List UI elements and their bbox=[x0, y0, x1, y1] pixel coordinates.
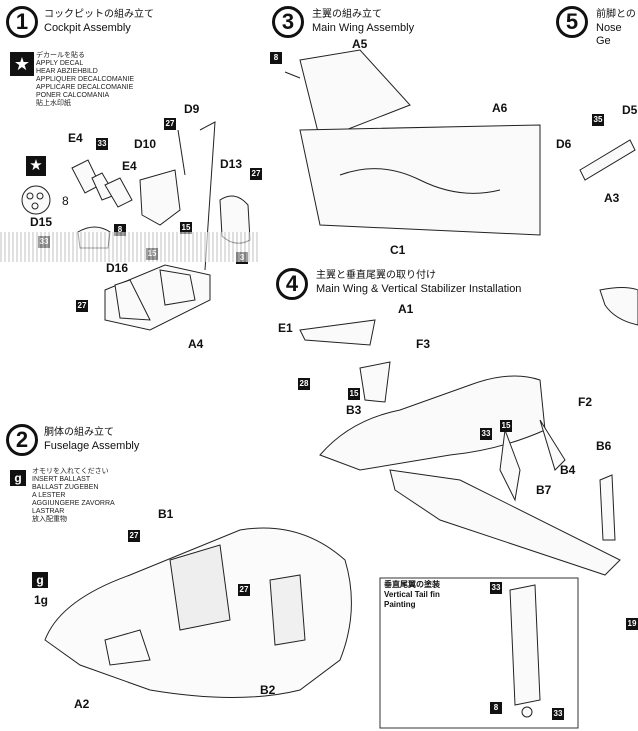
part-label-a4: A4 bbox=[188, 337, 204, 351]
part-label-d13: D13 bbox=[220, 157, 243, 171]
part-label-a2: A2 bbox=[74, 697, 90, 711]
part-label-b1: B1 bbox=[158, 507, 174, 521]
ballast-weight-icon: g bbox=[10, 470, 26, 486]
color-callout: 28 bbox=[298, 378, 310, 390]
part-label-c1: C1 bbox=[390, 243, 406, 257]
step-5-title-jp: 前脚との bbox=[596, 9, 636, 20]
part-label-b2: B2 bbox=[260, 683, 276, 697]
part-label-e4a: E4 bbox=[68, 131, 83, 145]
part-label-eight: 8 bbox=[62, 194, 69, 208]
step-1-title-jp: コックピットの組み立て bbox=[44, 9, 154, 20]
color-callout: 27 bbox=[250, 168, 262, 180]
part-label-f3: F3 bbox=[416, 337, 431, 351]
step-5-title-en: Nose Ge bbox=[596, 22, 622, 47]
part-label-b4: B4 bbox=[560, 463, 576, 477]
part-label-d9: D9 bbox=[184, 102, 200, 116]
decal-star-icon: ★ bbox=[10, 52, 34, 76]
tail-fin-title-en1: Vertical Tail fin bbox=[384, 590, 440, 599]
ballast-weight-label: 1g bbox=[34, 593, 49, 607]
color-callout: 33 bbox=[552, 708, 564, 720]
tail-fin-title-en2: Painting bbox=[384, 600, 416, 609]
aircraft-assembly bbox=[299, 319, 621, 576]
part-label-b3: B3 bbox=[346, 403, 362, 417]
tail-fin-drawing bbox=[509, 584, 541, 718]
tail-fin-title: 垂直尾翼の塗装 Vertical Tail fin Painting bbox=[384, 580, 440, 610]
color-callout: 15 bbox=[348, 388, 360, 400]
step-2-title-en: Fuselage Assembly bbox=[44, 440, 140, 452]
step-number-4: 4 bbox=[276, 268, 308, 300]
color-callout: 27 bbox=[238, 584, 250, 596]
color-callout: 19 bbox=[626, 618, 638, 630]
step-number-5: 5 bbox=[556, 6, 588, 38]
ballast-note: オモリを入れてください INSERT BALLAST BALLAST ZUGEB… bbox=[32, 468, 115, 523]
decal-star-icon-2: ★ bbox=[26, 156, 46, 176]
step-3-title-jp: 主翼の組み立て bbox=[312, 9, 382, 20]
part-label-d15: D15 bbox=[30, 215, 53, 229]
color-callout: 27 bbox=[164, 118, 176, 130]
part-label-b6: B6 bbox=[596, 439, 612, 453]
color-callout: 15 bbox=[500, 420, 512, 432]
part-label-d6: D6 bbox=[556, 137, 572, 151]
step-4-title-en: Main Wing & Vertical Stabilizer Installa… bbox=[316, 283, 522, 295]
part-label-e4b: E4 bbox=[122, 159, 137, 173]
color-callout: 33 bbox=[480, 428, 492, 440]
part-label-a3: A3 bbox=[604, 191, 620, 205]
color-callout: 15 bbox=[180, 222, 192, 234]
step-number-3: 3 bbox=[272, 6, 304, 38]
color-callout: 33 bbox=[490, 582, 502, 594]
step-number-2: 2 bbox=[6, 424, 38, 456]
step-2-title-jp: 胴体の組み立て bbox=[44, 427, 114, 438]
ballast-weight-icon-2: g bbox=[32, 572, 48, 588]
background-texture bbox=[0, 232, 260, 262]
part-label-b7: B7 bbox=[536, 483, 552, 497]
part-label-a6: A6 bbox=[492, 101, 508, 115]
color-callout: 8 bbox=[490, 702, 502, 714]
color-callout: 27 bbox=[76, 300, 88, 312]
step-number-1: 1 bbox=[6, 6, 38, 38]
seat-part bbox=[139, 169, 181, 226]
decal-note: デカールを貼る APPLY DECAL HEAR ABZIEHBILD APPL… bbox=[36, 52, 135, 107]
step-1-title-en: Cockpit Assembly bbox=[44, 22, 131, 34]
part-label-a5: A5 bbox=[352, 37, 368, 51]
main-wing bbox=[284, 49, 541, 236]
color-callout: 33 bbox=[96, 138, 108, 150]
color-callout: 27 bbox=[128, 530, 140, 542]
part-label-d16: D16 bbox=[106, 261, 129, 275]
part-label-d10: D10 bbox=[134, 137, 157, 151]
part-label-a1: A1 bbox=[398, 302, 414, 316]
color-callout: 35 bbox=[592, 114, 604, 126]
part-label-f2: F2 bbox=[578, 395, 593, 409]
step-3-title-en: Main Wing Assembly bbox=[312, 22, 415, 34]
tail-fin-title-jp: 垂直尾翼の塗装 bbox=[384, 580, 440, 589]
step-4-title-jp: 主翼と垂直尾翼の取り付け bbox=[316, 270, 436, 281]
part-label-e1: E1 bbox=[278, 321, 293, 335]
part-label-d5: D5 bbox=[622, 103, 638, 117]
fuselage-half bbox=[44, 527, 352, 698]
color-callout: 8 bbox=[270, 52, 282, 64]
